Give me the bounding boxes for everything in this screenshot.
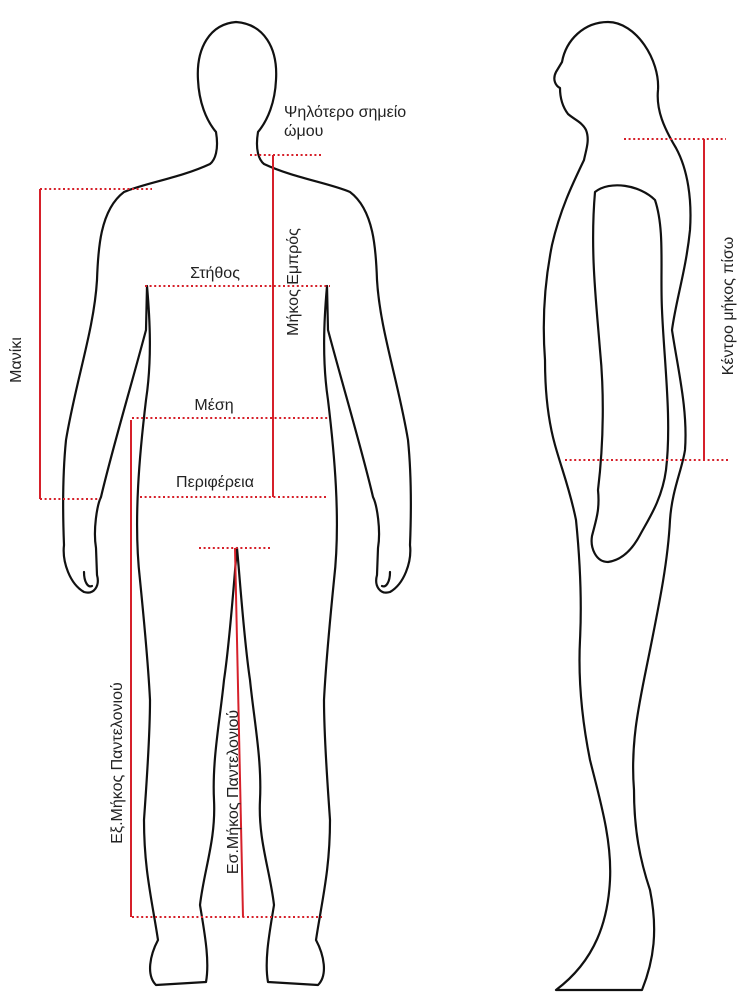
front-left-hand-detail bbox=[84, 572, 92, 586]
side-figure bbox=[544, 22, 691, 990]
shoulder-label-line2: ώμου bbox=[284, 123, 323, 140]
chest-label: Στήθος bbox=[190, 265, 240, 282]
measurement-labels: Ψηλότερο σημείο ώμου Μήκος Εμπρός Στήθος… bbox=[8, 104, 737, 874]
sleeve-label: Μανίκι bbox=[8, 337, 25, 383]
front-right-hand-detail bbox=[382, 572, 390, 586]
side-arm-outline bbox=[592, 185, 669, 562]
front-length-label: Μήκος Εμπρός bbox=[285, 228, 302, 336]
waist-label: Μέση bbox=[194, 397, 233, 414]
outer-leg-label: Εξ.Μήκος Παντελονιού bbox=[109, 682, 126, 843]
side-body-outline bbox=[544, 22, 691, 990]
center-back-label: Κέντρο μήκος πίσω bbox=[720, 237, 737, 376]
hip-label: Περιφέρεια bbox=[176, 474, 254, 491]
inner-leg-label: Εσ.Μήκος Παντελονιού bbox=[225, 710, 242, 874]
shoulder-label-line1: Ψηλότερο σημείο bbox=[284, 104, 406, 121]
measurement-lines bbox=[40, 139, 728, 917]
